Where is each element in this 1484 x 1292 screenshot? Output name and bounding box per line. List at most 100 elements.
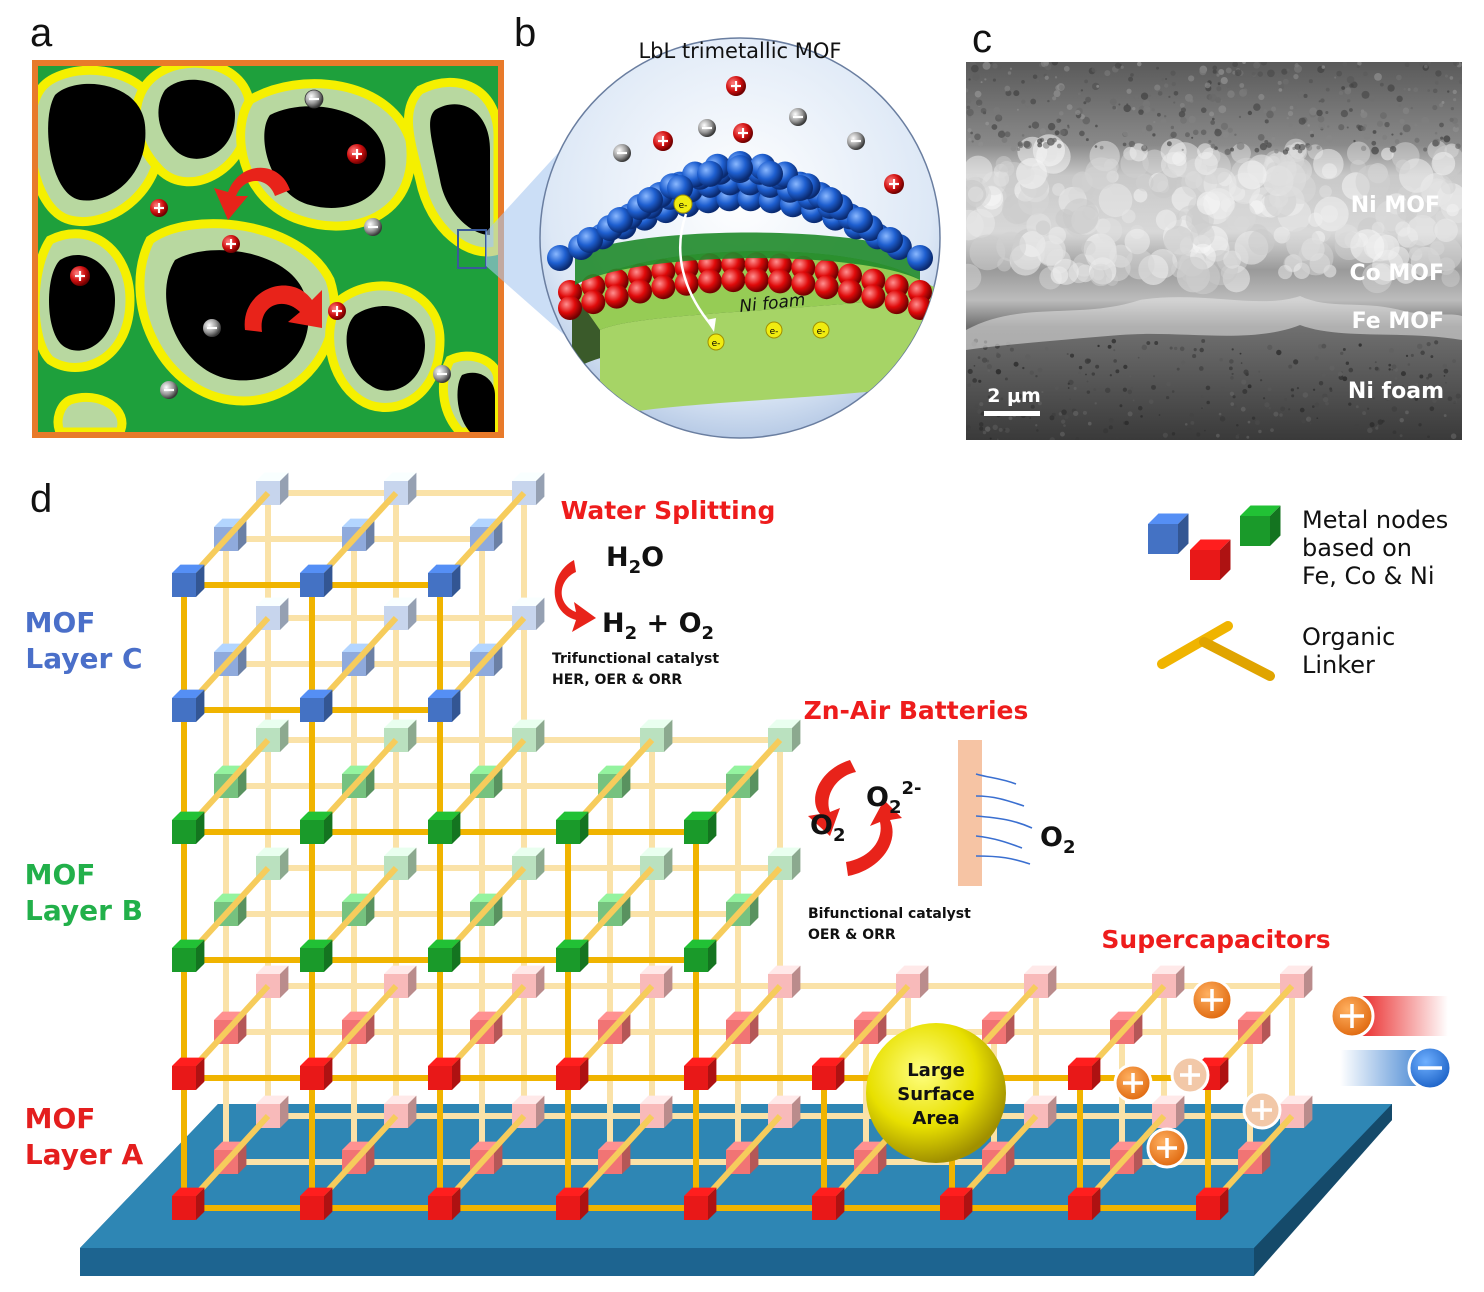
surface-label-2: Surface xyxy=(897,1084,975,1105)
layer-c-line1: MOF xyxy=(25,606,96,639)
layer-c-node xyxy=(300,689,333,722)
layer-c-label: MOF Layer C xyxy=(25,606,143,675)
zn-air-arrow-down-icon xyxy=(808,760,856,836)
layer-a-line2: Layer A xyxy=(25,1138,144,1171)
layer-a-node xyxy=(556,1057,589,1090)
layer-b-node-back xyxy=(384,847,417,880)
legend-linker-1: Organic xyxy=(1302,623,1395,651)
legend-linker-icon xyxy=(1157,621,1233,669)
layer-a-node xyxy=(428,1187,461,1220)
layer-c-line2: Layer C xyxy=(25,642,142,675)
panel-a-ions xyxy=(70,89,451,399)
electron-label: e- xyxy=(712,339,721,349)
blue-mof-particle xyxy=(757,160,783,187)
panel-a-pore-diagram xyxy=(32,60,504,438)
layer-a-label: MOF Layer A xyxy=(25,1102,144,1171)
layer-a-node xyxy=(172,1187,205,1220)
layer-c-node xyxy=(300,564,333,597)
panel-b-title: LbL trimetallic MOF xyxy=(638,39,841,63)
layer-a-node xyxy=(1196,1187,1229,1220)
surface-label-3: Area xyxy=(912,1108,959,1129)
h2o-sub: 2 xyxy=(629,557,642,578)
layer-a-node xyxy=(1068,1057,1101,1090)
o2-sub: 2 xyxy=(702,623,715,644)
blue-mof-particle xyxy=(667,175,693,201)
electron-label: e- xyxy=(817,327,826,337)
legend-nodes-3: Fe, Co & Ni xyxy=(1302,562,1435,590)
h2o-h: H xyxy=(606,542,629,573)
panel-a-arrows xyxy=(214,167,322,332)
layer-b-node-back xyxy=(640,847,673,880)
layer-b-node xyxy=(300,811,333,844)
red-mof-particle xyxy=(558,296,582,320)
layer-b-node xyxy=(556,939,589,972)
red-mof-particle xyxy=(698,269,722,294)
panel-b-circle: e- e- e- e- Ni foam xyxy=(539,37,941,439)
supercap-ions xyxy=(1113,978,1453,1169)
sem-layer-fe-mof: Fe MOF xyxy=(1352,309,1444,334)
layer-b-node xyxy=(684,939,717,972)
o2-left: O xyxy=(810,810,833,841)
layer-c-node xyxy=(172,689,205,722)
layer-a-node xyxy=(172,1057,205,1090)
legend-red-node-icon xyxy=(1190,539,1231,580)
h2-h: H xyxy=(602,608,625,639)
red-mof-particle xyxy=(744,268,769,293)
layer-a-node xyxy=(940,1187,973,1220)
layer-b-line1: MOF xyxy=(25,858,96,891)
panel-label-b: b xyxy=(514,11,536,55)
znair-caption-2: OER & ORR xyxy=(808,927,896,943)
layer-b-node xyxy=(300,939,333,972)
scale-bar xyxy=(984,411,1040,416)
surface-label-1: Large xyxy=(907,1060,965,1081)
legend-nodes-1: Metal nodes xyxy=(1302,506,1448,534)
blue-mof-particle xyxy=(577,227,603,253)
layer-a-node-back xyxy=(768,965,801,998)
svg-text:H2 + O2: H2 + O2 xyxy=(602,608,714,644)
water-splitting-title: Water Splitting xyxy=(561,496,776,525)
panel-label-a: a xyxy=(30,11,53,55)
red-mof-particle xyxy=(838,279,862,304)
red-mof-particle xyxy=(814,275,839,300)
layer-a-node-back xyxy=(384,965,417,998)
scale-bar-label: 2 μm xyxy=(987,385,1041,407)
air-flow-arrows xyxy=(975,773,1033,865)
blue-mof-particle xyxy=(697,160,723,187)
layer-a-node xyxy=(300,1187,333,1220)
legend: Metal nodes based on Fe, Co & Ni Organic… xyxy=(1148,505,1448,681)
blue-mof-particle xyxy=(877,227,903,253)
electron-label: e- xyxy=(679,201,688,211)
red-mof-particle xyxy=(581,290,606,315)
blue-mof-particle xyxy=(727,155,753,181)
large-surface-area-sphere xyxy=(866,1023,1006,1163)
layer-a-node xyxy=(428,1057,461,1090)
red-mof-particle xyxy=(768,269,792,294)
red-mof-particle xyxy=(861,284,886,309)
red-mof-particle xyxy=(651,275,676,300)
electron-label: e- xyxy=(770,327,779,337)
layer-a-node-back xyxy=(640,1095,673,1128)
blue-mof-particle xyxy=(637,187,663,213)
water-arrow-icon xyxy=(554,560,596,632)
layer-a-node xyxy=(812,1057,845,1090)
svg-text:O22-: O22- xyxy=(866,778,921,818)
h2-sub: 2 xyxy=(625,623,638,644)
panel-label-c: c xyxy=(972,17,992,61)
blue-mof-particle xyxy=(607,207,633,233)
blue-mof-particle xyxy=(817,187,843,213)
panel-c-sem-image: Ni MOF Co MOF Fe MOF Ni foam 2 μm xyxy=(966,62,1462,440)
plus-o2: + O xyxy=(637,608,701,639)
red-mof-particle xyxy=(791,271,816,296)
substrate-top xyxy=(80,1104,1392,1248)
layer-b-node xyxy=(428,811,461,844)
layer-a-line1: MOF xyxy=(25,1102,96,1135)
znair-caption-1: Bifunctional catalyst xyxy=(808,906,971,922)
water-splitting-annotation: Water Splitting H2O H2 + O2 Trifunctiona… xyxy=(552,496,775,688)
water-caption-2: HER, OER & ORR xyxy=(552,672,682,688)
zn-air-arrow-up-icon xyxy=(846,800,902,876)
layer-b-node xyxy=(556,811,589,844)
legend-nodes-2: based on xyxy=(1302,534,1412,562)
red-mof-particle xyxy=(628,279,652,304)
layer-a-node xyxy=(300,1057,333,1090)
svg-text:H2O: H2O xyxy=(606,542,664,578)
